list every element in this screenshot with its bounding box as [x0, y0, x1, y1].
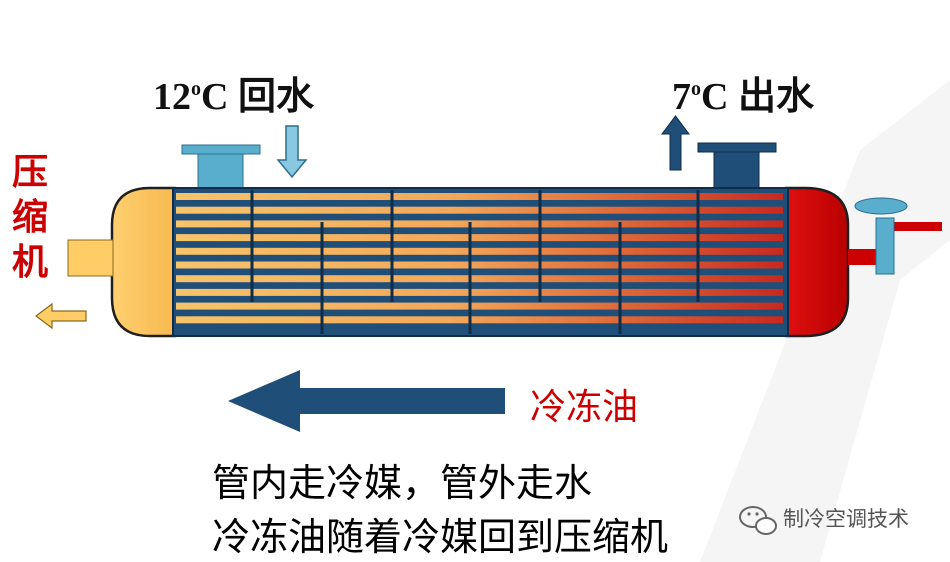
- water-out-arrow-icon: [661, 115, 690, 171]
- tube: [176, 234, 783, 242]
- tube: [176, 316, 783, 324]
- oil-flow-arrow-icon: [228, 370, 505, 432]
- right-head: [784, 186, 850, 338]
- outlet-text: 出水: [737, 74, 814, 118]
- compressor-label: 压缩机: [11, 152, 48, 283]
- tube: [176, 206, 783, 214]
- outlet-nozzle: [697, 142, 777, 189]
- tube-bundle: [176, 193, 783, 324]
- inlet-temp-number: 12: [153, 76, 191, 118]
- wechat-icon: [739, 506, 777, 535]
- tube: [176, 302, 783, 310]
- inlet-temp-unit: C: [201, 76, 229, 118]
- tube: [176, 261, 783, 269]
- tube: [176, 220, 783, 228]
- water-in-arrow-icon: [276, 125, 308, 179]
- suction-pipe: [67, 239, 114, 277]
- refrigerant-inlet-valve: [848, 197, 942, 275]
- left-head: [110, 186, 177, 338]
- outlet-degree-sup: o: [691, 78, 701, 100]
- outlet-temp-number: 7: [672, 76, 691, 118]
- oil-label: 冷冻油: [530, 387, 639, 428]
- tube: [176, 288, 783, 296]
- inlet-nozzle: [181, 144, 261, 189]
- description-line-2: 冷冻油随着冷媒回到压缩机: [212, 515, 669, 559]
- tube: [176, 247, 783, 255]
- to-compressor-arrow-icon: [35, 302, 87, 330]
- inlet-text: 回水: [237, 74, 314, 118]
- baffles: [250, 190, 700, 334]
- outlet-label: 7oC 出水: [672, 65, 814, 120]
- tube: [176, 193, 783, 200]
- inlet-label: 12oC 回水: [153, 65, 314, 120]
- outlet-temp-unit: C: [701, 76, 729, 118]
- inlet-degree-sup: o: [191, 78, 201, 100]
- watermark-text: 制冷空调技术: [783, 507, 909, 531]
- tube: [176, 275, 783, 283]
- description-line-1: 管内走冷媒，管外走水: [212, 461, 593, 505]
